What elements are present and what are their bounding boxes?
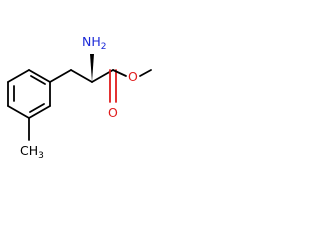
ester-oxygen-label: O	[128, 69, 138, 84]
carbonyl-oxygen-label: O	[108, 105, 118, 120]
ring-bond-5	[7, 105, 30, 119]
ch2-to-alpha-bond	[70, 69, 93, 83]
carbonyl-to-ester-o-bond	[112, 69, 127, 77]
stereo-wedge-bond	[90, 54, 94, 82]
benzene-ring	[7, 69, 51, 119]
ring-bond-2	[28, 69, 51, 83]
ring-inner-bond-1	[30, 75, 46, 85]
ring-bond-1	[7, 69, 30, 83]
amine-label: NH2	[82, 34, 106, 52]
structure-diagram: CH3 NH2 O O	[7, 34, 152, 161]
aryl-methyl-label: CH3	[20, 143, 44, 161]
ring-bond-4	[28, 105, 51, 119]
ester-group: O O	[91, 69, 152, 120]
ring-inner-bond-2	[29, 103, 45, 113]
aryl-methyl-group: CH3	[20, 117, 44, 161]
ester-o-to-methyl-bond	[139, 69, 152, 77]
structure-svg: CH3 NH2 O O	[7, 34, 152, 161]
backbone	[49, 69, 93, 83]
benzyl-bond	[49, 69, 72, 83]
